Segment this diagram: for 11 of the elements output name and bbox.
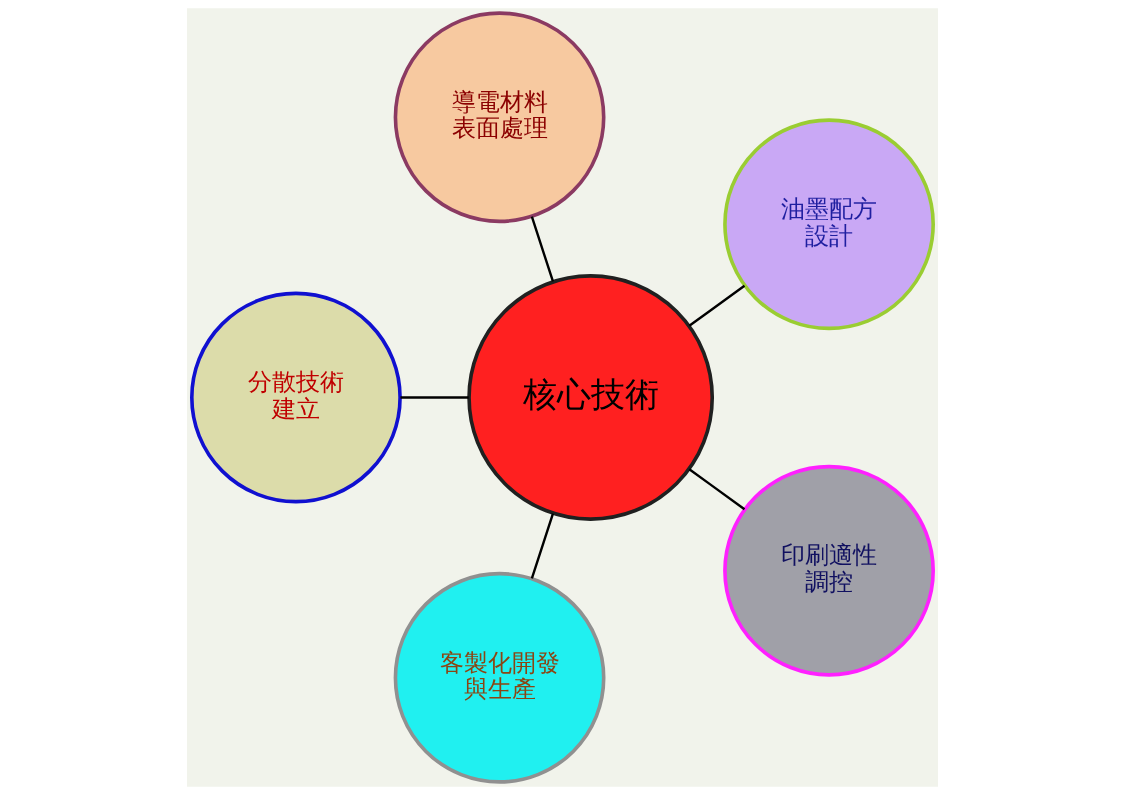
node-circle: 客製化開發與生產 xyxy=(393,571,605,784)
connector xyxy=(530,216,554,282)
node-circle: 印刷適性調控 xyxy=(722,464,935,677)
node-circle: 分散技術建立 xyxy=(189,291,402,504)
connector xyxy=(399,396,469,399)
node-circle: 油墨配方設計 xyxy=(722,118,935,331)
connector xyxy=(688,284,745,327)
node-circle: 導電材料表面處理 xyxy=(393,11,605,224)
node-circle: 核心技術 xyxy=(466,274,714,521)
connector xyxy=(530,513,554,579)
connector xyxy=(688,468,745,511)
